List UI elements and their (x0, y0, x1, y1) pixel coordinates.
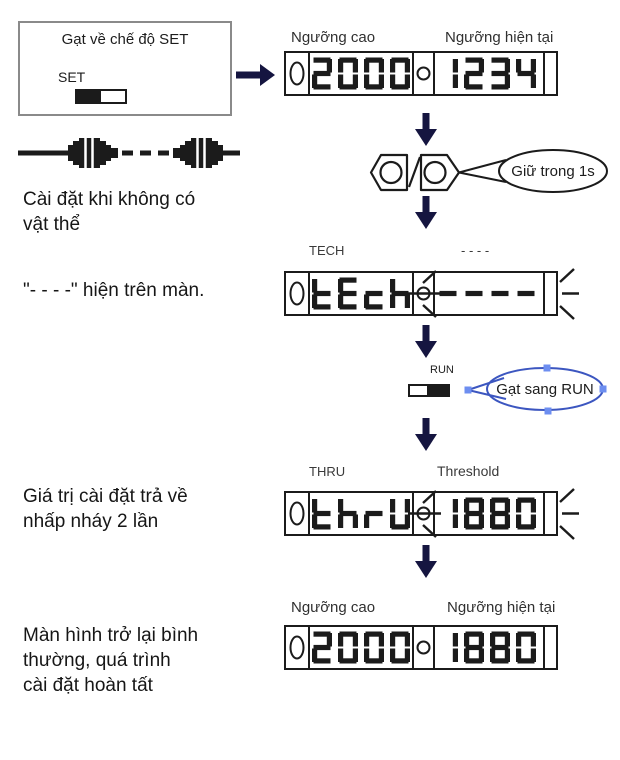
run-switch-label: RUN (430, 364, 454, 376)
segment-display-1 (284, 51, 558, 96)
caption-complete: Màn hình trở lại bình thường, quá trình … (23, 625, 199, 696)
caption-no-object: Cài đặt khi không có vật thể (23, 189, 196, 235)
run-bubble: Gạt sang RUN (464, 364, 607, 415)
display3-label-left: THRU (309, 464, 346, 479)
slash-separator (407, 156, 422, 188)
hold-bubble: Giữ trong 1s (458, 149, 608, 193)
display4-label-right: Ngưỡng hiện tại (447, 599, 556, 616)
selection-handle (543, 364, 551, 372)
button-hold-group: Giữ trong 1s (369, 149, 608, 193)
down-arrow-icon (415, 545, 437, 578)
down-arrow-icon (415, 325, 437, 358)
display1-label-left: Ngưỡng cao (291, 29, 376, 46)
down-arrow-icon (415, 196, 437, 229)
set-slider-icon (75, 89, 127, 104)
segment-display-2 (284, 268, 579, 320)
run-bubble-text: Gạt sang RUN (496, 381, 594, 398)
display2-label-left: TECH (309, 243, 345, 258)
selection-handle (599, 385, 607, 393)
set-switch-label: SET (58, 69, 86, 85)
hold-bubble-text: Giữ trong 1s (511, 163, 594, 180)
run-switch-knob (427, 386, 448, 395)
fiber-sensor-icon (18, 138, 240, 168)
right-arrow-icon (236, 64, 275, 86)
display2-label-right: - - - - (461, 243, 490, 258)
set-mode-title: Gạt về chế độ SET (61, 31, 189, 48)
run-switch-icon (408, 384, 450, 397)
set-mode-box: Gạt về chế độ SET SET (18, 21, 232, 116)
selection-handle (544, 407, 552, 415)
segment-display-4 (284, 625, 558, 670)
selection-handle (464, 386, 472, 394)
caption-dashes: "- - - -" hiện trên màn. (23, 280, 205, 301)
down-arrow-icon (415, 113, 437, 146)
display1-label-right: Ngưỡng hiện tại (445, 29, 554, 46)
display4-label-left: Ngưỡng cao (291, 599, 376, 616)
left-button-icon (369, 153, 409, 192)
display3-label-right: Threshold (437, 463, 500, 479)
right-button-icon (419, 153, 461, 192)
caption-value-blinks: Giá trị cài đặt trả về nhấp nháy 2 lần (23, 486, 188, 532)
segment-display-3 (284, 488, 579, 540)
down-arrow-icon (415, 418, 437, 451)
set-slider-knob (77, 91, 101, 102)
